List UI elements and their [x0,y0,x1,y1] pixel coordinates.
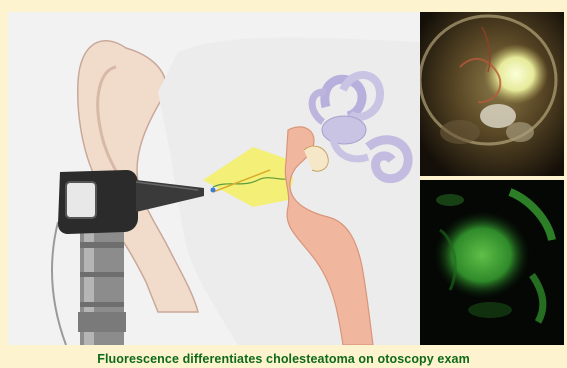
otoscope-icon [52,170,204,345]
figure-caption: Fluorescence differentiates cholesteatom… [0,350,567,368]
white-light-photo-svg [420,12,564,176]
fluorescence-otoscopy-image [420,180,564,345]
illustration-svg [8,12,420,345]
white-light-otoscopy-image [420,12,564,176]
fluorescence-photo-svg [420,180,564,345]
ear-otoscopy-illustration [8,12,420,345]
